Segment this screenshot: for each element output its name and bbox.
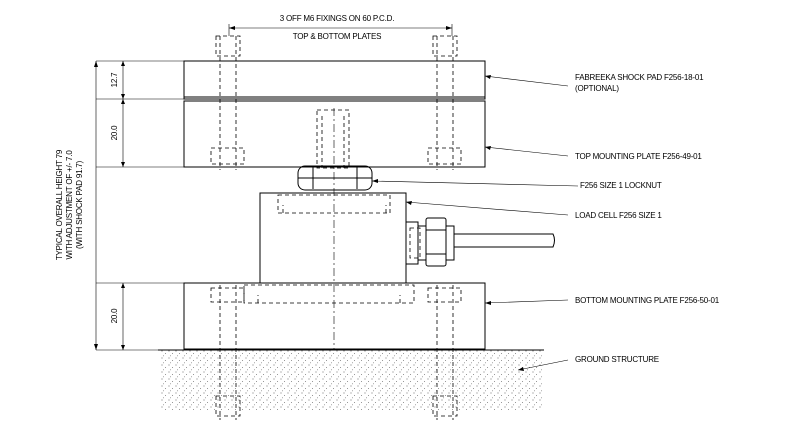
ground-structure <box>158 349 544 410</box>
bottom-plate-height: 20.0 <box>110 308 119 324</box>
callouts: FABREEKA SHOCK PAD F256-18-01 (OPTIONAL)… <box>371 73 720 371</box>
load-cell-label: LOAD CELL F256 SIZE 1 <box>575 211 662 220</box>
bottom-plate-label: BOTTOM MOUNTING PLATE F256-50-01 <box>575 296 720 305</box>
top-mounting-plate <box>183 100 486 169</box>
shock-pad-optional-label: (OPTIONAL) <box>575 84 619 93</box>
overall-height-line3: (WITH SHOCK PAD 91.7) <box>75 160 84 249</box>
top-plate-height: 20.0 <box>110 125 119 141</box>
shock-pad-label: FABREEKA SHOCK PAD F256-18-01 <box>575 73 704 82</box>
pcd-dimension: 3 OFF M6 FIXINGS ON 60 P.C.D. TOP & BOTT… <box>228 14 453 41</box>
left-fixing-stud <box>210 35 245 420</box>
right-fixing-stud <box>427 35 462 420</box>
ground-label: GROUND STRUCTURE <box>575 355 659 364</box>
shock-pad-height: 12.7 <box>110 72 119 88</box>
left-dimensions: 12.7 20.0 20.0 TYPICAL OVERALL HEIGHT 79… <box>55 60 184 351</box>
overall-height-line1: TYPICAL OVERALL HEIGHT 79 <box>55 149 64 260</box>
shock-pad <box>183 60 486 100</box>
pcd-note: 3 OFF M6 FIXINGS ON 60 P.C.D. <box>280 14 395 23</box>
locknut-label: F256 SIZE 1 LOCKNUT <box>580 181 662 190</box>
top-plate-label: TOP MOUNTING PLATE F256-49-01 <box>575 152 702 161</box>
load-cell <box>259 192 555 284</box>
bottom-mounting-plate <box>183 282 486 350</box>
locknut <box>297 165 373 191</box>
plates-note: TOP & BOTTOM PLATES <box>293 32 382 41</box>
overall-height-line2: WITH ADJUSTMENT OF +/- 7.0 <box>65 150 74 260</box>
